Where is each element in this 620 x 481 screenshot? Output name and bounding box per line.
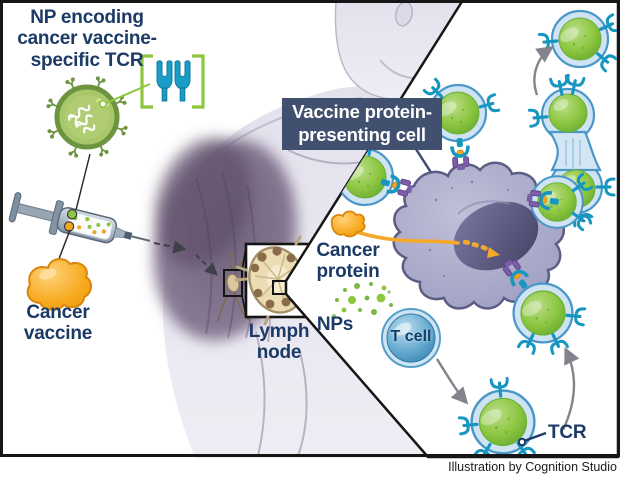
cancer-vaccine-icon (26, 258, 92, 311)
dc-nucleus (453, 201, 539, 271)
cancer-protein-label: Cancer protein (316, 240, 380, 283)
tcr-pointer (517, 431, 547, 447)
tcr-gene-dot (99, 100, 108, 109)
nps-label: NPs (316, 314, 354, 335)
np-callout-line (75, 153, 91, 211)
arrow-naive-to-primed (435, 358, 469, 405)
t-cell-label: T cell (390, 328, 432, 345)
lymph-node-interior-scene (330, 9, 618, 457)
bracket-icon (140, 54, 205, 109)
np-callout-dot (66, 209, 78, 220)
nanoparticle-icon (46, 54, 205, 158)
dc-speckles (428, 180, 509, 277)
cancer-vaccine-label: Cancer vaccine (23, 302, 93, 345)
rna-strands (68, 104, 96, 134)
syringe-icon (8, 153, 151, 265)
np-encoding-label: NP encoding cancer vaccine- specific TCR (17, 7, 157, 71)
arrow-division-to-activated (533, 46, 554, 96)
tcr-label: TCR (548, 422, 587, 443)
flow-arrows (435, 46, 580, 431)
np-dots-icon (332, 282, 393, 318)
vaccine-presenting-cell-label: Vaccine protein- presenting cell (282, 98, 442, 151)
magnifier-source-box (223, 269, 243, 297)
lymph-node-label: Lymph node (248, 321, 310, 364)
protein-callout-dot (63, 221, 75, 232)
arrow-primed-to-engaged (561, 346, 580, 431)
injection-path (153, 240, 218, 276)
illustration-frame (0, 0, 620, 457)
protein-uptake-stream (352, 229, 500, 258)
np-spikes (46, 76, 128, 158)
naive-t-cell-icon (381, 308, 441, 368)
cancer-protein-icon (330, 210, 366, 238)
credit-text: Illustration by Cognition Studio (448, 460, 617, 474)
